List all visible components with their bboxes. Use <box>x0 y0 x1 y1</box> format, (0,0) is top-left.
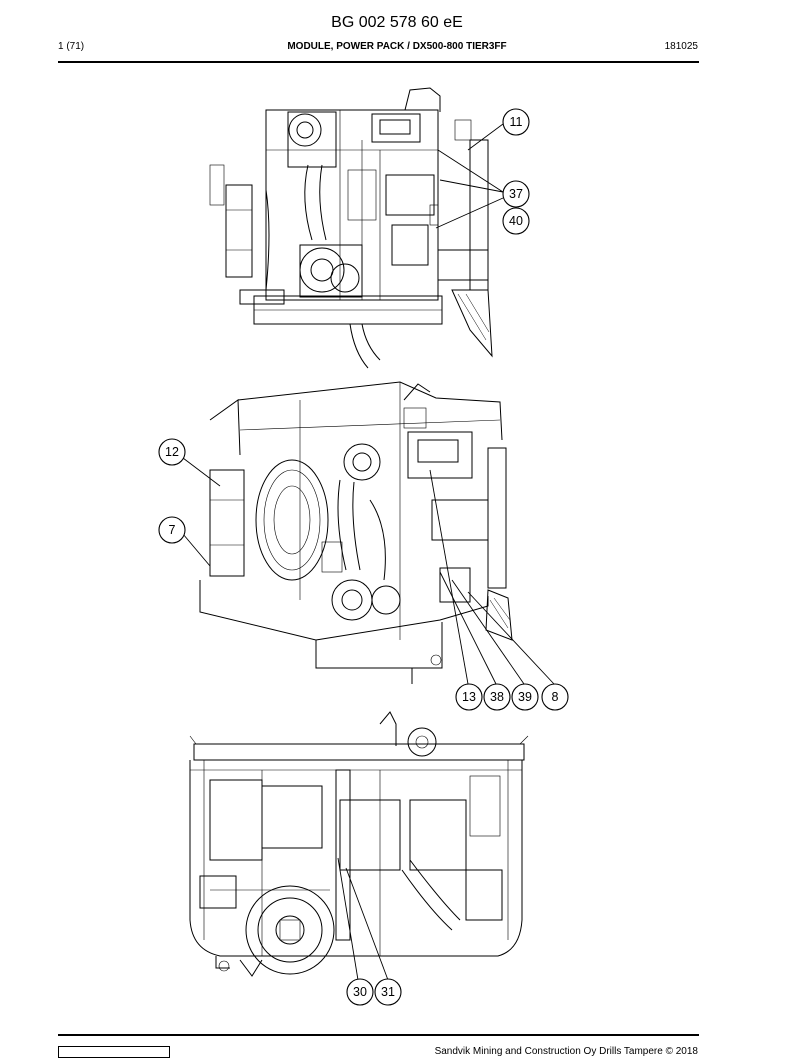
callout-12: 12 <box>158 438 186 466</box>
callout-7: 7 <box>158 516 186 544</box>
svg-text:40: 40 <box>509 214 523 228</box>
svg-text:11: 11 <box>510 115 523 129</box>
callout-31: 31 <box>374 978 402 1006</box>
svg-text:31: 31 <box>381 985 395 999</box>
svg-text:8: 8 <box>552 690 559 704</box>
callout-38: 38 <box>483 683 511 711</box>
header-rule <box>58 61 699 63</box>
power-pack-view-top <box>209 87 493 369</box>
svg-text:37: 37 <box>509 187 523 201</box>
footer-copyright: Sandvik Mining and Construction Oy Drill… <box>434 1046 698 1057</box>
callout-8: 8 <box>541 683 569 711</box>
callout-11: 11 <box>502 108 530 136</box>
sandvik-logo <box>58 1046 170 1058</box>
document-id: BG 002 578 60 eE <box>331 14 463 31</box>
svg-text:7: 7 <box>169 523 176 537</box>
svg-text:30: 30 <box>353 985 367 999</box>
svg-text:12: 12 <box>165 445 179 459</box>
callout-40: 40 <box>502 207 530 235</box>
callout-39: 39 <box>511 683 539 711</box>
document-date: 181025 <box>664 41 698 52</box>
svg-text:13: 13 <box>462 690 476 704</box>
power-pack-view-front <box>189 711 529 977</box>
svg-text:38: 38 <box>490 690 504 704</box>
power-pack-view-iso <box>199 381 513 684</box>
callout-30: 30 <box>346 978 374 1006</box>
callout-37: 37 <box>502 180 530 208</box>
callout-13: 13 <box>455 683 483 711</box>
page-number: 1 (71) <box>58 41 85 52</box>
document-title: MODULE, POWER PACK / DX500-800 TIER3FF <box>287 41 507 52</box>
footer-rule <box>58 1034 699 1036</box>
svg-text:39: 39 <box>518 690 532 704</box>
leader-lines <box>182 123 555 981</box>
